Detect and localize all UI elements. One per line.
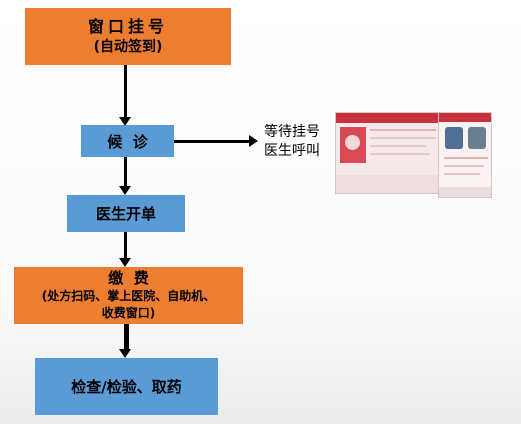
step-payment-methods-cont: 收费窗口) [101,306,156,320]
step-payment-methods: (处方扫码、掌上医院、自助机、 [41,289,216,303]
step-doctor-order-box: 医生开单 [67,195,185,232]
queue-display-footer [336,175,440,193]
step-registration-title: 窗口挂号 [87,16,168,36]
step-waiting-label: 候 诊 [107,132,148,151]
arrow-step2-to-step3 [119,157,131,195]
queue-display-header [336,113,440,123]
waiting-note-line2: 医生呼叫 [264,143,320,159]
queue-display-line [370,129,436,131]
queue-display-line [370,137,436,139]
arrow-step3-to-step4 [119,232,131,267]
step-exam-medicine-box: 检查/检验、取药 [35,358,218,415]
waiting-note: 等待挂号 医生呼叫 [257,123,327,161]
doctor-display-line [444,165,484,167]
doctor-display-footer [439,187,491,197]
doctor-display-line [444,173,480,175]
doctor-avatar-1 [445,127,463,149]
queue-display-line [370,145,426,147]
queue-display-line [370,153,430,155]
doctor-display-screenshot [438,112,492,198]
step-registration-box: 窗口挂号 (自动签到) [25,8,231,65]
step-registration-subtitle: (自动签到) [93,38,163,55]
queue-display-screenshot [335,112,441,194]
step-waiting-box: 候 诊 [81,125,174,157]
doctor-display-line [444,157,488,159]
arrow-step1-to-step2 [119,65,131,126]
waiting-note-line1: 等待挂号 [264,124,320,140]
arrow-step4-to-step5 [119,324,131,358]
step-doctor-order-label: 医生开单 [95,205,156,223]
arrow-waiting-to-note [174,135,258,147]
step-payment-title: 缴 费 [108,269,149,287]
step-payment-box: 缴 费 (处方扫码、掌上医院、自助机、 收费窗口) [14,267,243,324]
queue-display-badge [345,135,360,150]
step-exam-medicine-label: 检查/检验、取药 [71,378,182,396]
doctor-display-header [439,113,491,122]
doctor-avatar-2 [468,127,486,149]
